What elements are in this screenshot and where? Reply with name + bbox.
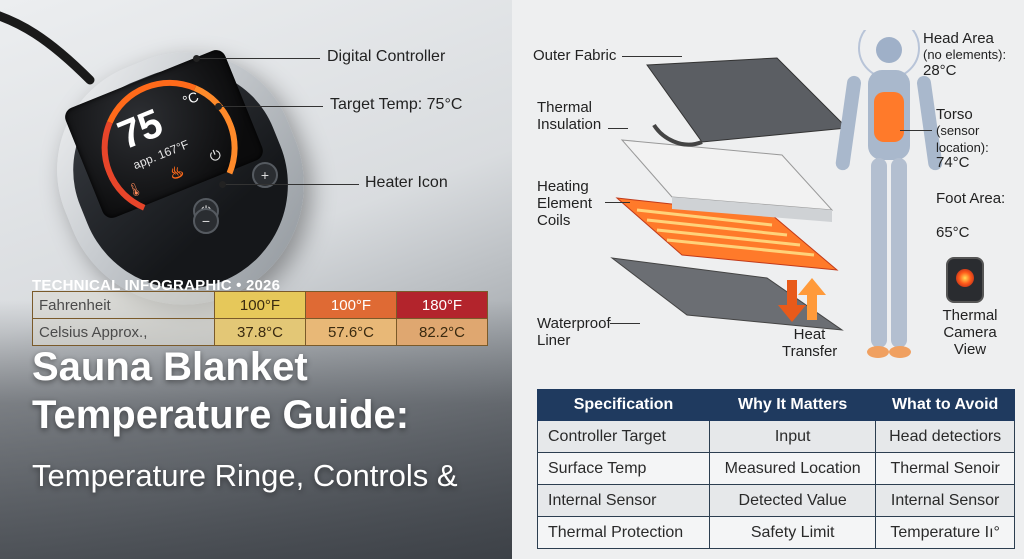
plus-button[interactable]: + [252,162,278,188]
left-panel: 🌡 75 °C app. 167°F ♨ ⏻ + ⏻ [0,0,512,559]
row-label: Celsius Approx., [32,318,215,346]
cell: Thermal Protection [536,516,711,549]
cell: 37.8°C [214,318,306,346]
spec-header-row: Specification Why It Matters What to Avo… [536,389,1015,421]
cell: Internal Sensor [536,484,711,517]
left-arm [835,75,862,171]
label-camera-view: Thermal Camera View [942,307,998,358]
page-subtitle: Temperature Ringe, Controls & [32,458,458,493]
label-torso-temp: 74°C [936,154,970,171]
label-thermal-insulation: Thermal Insulation [537,99,602,133]
label-head-note: (no elements): [923,47,1007,62]
label-target-temp: Target Temp: 75°C [330,96,463,113]
leader-digital-controller [193,55,320,62]
fabric-curl [652,123,703,147]
camera-lens [956,269,974,287]
left-leg [871,158,887,348]
leader-waterproof-liner [610,323,640,324]
page-title: Sauna Blanket Temperature Guide: [32,345,410,437]
thermal-camera-icon [946,257,984,303]
leader-thermal-insulation [608,128,628,129]
label-heating-element: Heating Element Coils [537,178,593,229]
body-thermal-figure [835,30,943,358]
label-torso: Torso [936,106,973,123]
minus-button-main[interactable]: − [193,208,219,234]
outer-fabric-layer [646,57,849,143]
header-why-it-matters: Why It Matters [709,389,877,421]
cell: Safety Limit [709,516,877,549]
cell: 180°F [396,291,488,319]
right-panel: Outer Fabric Thermal Insulation Heating … [512,0,1024,559]
cell: Detected Value [709,484,877,517]
label-outer-fabric: Outer Fabric [533,47,617,64]
cell: 100°F [305,291,397,319]
label-foot-area: Foot Area: [936,190,1006,207]
row-label: Fahrenheit [32,291,215,319]
thermal-insulation-layer [620,139,834,211]
table-row: Surface Temp Measured Location Thermal S… [536,452,1015,485]
cell: Temperature Iı° [875,516,1015,549]
label-digital-controller: Digital Controller [327,48,446,65]
cell: Thermal Senoir [875,452,1015,485]
label-head-area: Head Area [923,30,994,47]
heat-arrow-down [778,280,806,322]
right-foot [889,346,911,358]
insulation-edge [672,197,832,222]
controller-cable [0,11,95,85]
right-arm [916,75,943,171]
label-torso-note: (sensor location): [936,123,989,155]
conversion-table: Fahrenheit 100°F 100°F 180°F Celsius App… [32,291,488,346]
heat-arrow-up [798,278,826,320]
cell: Head detectiors [875,420,1015,453]
table-row: Fahrenheit 100°F 100°F 180°F [32,291,488,319]
head-shape [876,37,902,63]
cell: Controller Target [536,420,711,453]
cell: 82.2°C [396,318,488,346]
leader-heater-icon [219,181,359,188]
table-row: Controller Target Input Head detectiors [536,420,1015,453]
cell: 57.6°C [305,318,397,346]
cell: Surface Temp [536,452,711,485]
header-what-to-avoid: What to Avoid [875,389,1015,421]
leader-heating-element [605,202,630,203]
leader-target-temp [215,103,323,110]
table-row: Internal Sensor Detected Value Internal … [536,484,1015,517]
heating-coils [636,208,815,257]
table-row: Thermal Protection Safety Limit Temperat… [536,516,1015,549]
tag-line: TECHNICAL INFOGRAPHIC • 2026 [32,277,281,294]
cell: 100°F [214,291,306,319]
label-head-temp: 28°C [923,62,957,79]
cell: Measured Location [709,452,877,485]
leader-outer-fabric [622,56,682,57]
header-specification: Specification [536,389,711,421]
torso-heat [874,92,904,142]
label-heat-transfer: Heat Transfer [782,326,838,360]
right-leg [891,158,907,348]
label-waterproof-liner: Waterproof Liner [537,315,611,349]
cell: Internal Sensor [875,484,1015,517]
leader-torso [900,130,932,131]
spec-table: Specification Why It Matters What to Avo… [536,389,1015,549]
label-foot-temp: 65°C [936,224,970,241]
cell: Input [709,420,877,453]
label-heater-icon: Heater Icon [365,174,448,191]
blanket-layers-illustration [610,57,849,331]
table-row: Celsius Approx., 37.8°C 57.6°C 82.2°C [32,318,488,346]
left-foot [867,346,889,358]
